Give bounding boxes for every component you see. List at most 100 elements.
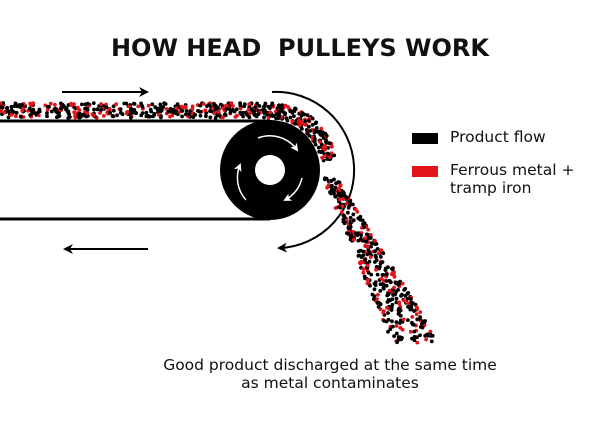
product-particle <box>66 111 71 116</box>
product-particle <box>312 136 317 141</box>
product-particle <box>19 102 24 107</box>
product-particle <box>139 101 144 106</box>
product-particle <box>369 244 373 249</box>
product-particle <box>386 329 390 334</box>
ferrous-particle <box>333 206 338 210</box>
product-particle <box>81 112 86 117</box>
product-particle <box>92 107 96 112</box>
product-particle <box>19 115 23 119</box>
product-particle <box>5 105 9 110</box>
ferrous-particle <box>387 288 392 293</box>
product-particle <box>367 259 372 264</box>
legend-item-ferrous: Ferrous metal + tramp iron <box>412 161 574 197</box>
product-particle <box>283 111 288 116</box>
product-particle <box>394 296 399 301</box>
product-particle <box>1 101 6 105</box>
ferrous-particle <box>268 110 273 115</box>
ferrous-particle <box>340 204 345 209</box>
product-particle <box>223 113 228 118</box>
product-particle <box>78 111 82 116</box>
product-particle <box>425 332 430 337</box>
ferrous-particle <box>266 115 271 120</box>
product-particle <box>409 297 413 301</box>
ferrous-particle <box>53 102 57 107</box>
product-particle <box>379 255 383 259</box>
product-particle <box>380 273 385 277</box>
ferrous-particle <box>415 340 420 345</box>
product-particle <box>231 107 235 112</box>
product-particle <box>227 107 232 111</box>
ferrous-particle <box>231 104 235 108</box>
product-particle <box>397 309 402 314</box>
product-particle <box>360 238 365 243</box>
product-particle <box>108 110 112 115</box>
product-particle <box>149 109 154 114</box>
product-particle <box>292 114 296 118</box>
ferrous-particle <box>368 255 373 259</box>
product-particle <box>161 105 166 110</box>
product-particle <box>271 113 276 118</box>
product-particle <box>402 288 407 292</box>
product-particle <box>310 116 315 121</box>
product-particle <box>386 311 390 315</box>
ferrous-particle <box>325 185 329 190</box>
ferrous-particle <box>247 102 252 106</box>
ferrous-particle <box>397 301 402 306</box>
product-particle <box>405 291 410 296</box>
ferrous-particle <box>366 277 370 282</box>
product-particle <box>307 124 311 129</box>
ferrous-particle <box>238 106 243 111</box>
product-particle <box>158 109 163 114</box>
product-particle <box>378 289 383 293</box>
ferrous-particle <box>428 329 433 334</box>
ferrous-particle <box>400 327 405 332</box>
product-particle <box>314 126 319 130</box>
product-particle <box>373 253 378 258</box>
product-particle <box>284 116 289 121</box>
product-particle <box>351 218 356 223</box>
ferrous-particle <box>136 104 141 109</box>
product-particle <box>381 251 386 256</box>
product-particle <box>398 321 402 325</box>
product-particle <box>394 320 399 324</box>
ferrous-particle <box>174 106 179 111</box>
legend-swatch-product <box>412 133 438 144</box>
ferrous-particle <box>125 111 129 116</box>
product-particle <box>388 327 393 332</box>
ferrous-particle <box>361 270 366 275</box>
ferrous-particle <box>363 236 367 241</box>
ferrous-particle <box>0 108 3 113</box>
product-particle <box>54 109 58 114</box>
product-particle <box>118 107 123 111</box>
product-particle <box>397 307 401 311</box>
product-particle <box>262 115 266 120</box>
product-particle <box>361 253 366 258</box>
product-particle <box>148 114 152 119</box>
product-particle <box>372 287 377 292</box>
ferrous-particle <box>224 103 229 108</box>
product-particle <box>354 231 358 236</box>
product-particle <box>288 115 293 120</box>
product-particle <box>60 102 65 107</box>
product-particle <box>238 101 243 105</box>
product-particle <box>376 304 381 309</box>
product-particle <box>332 187 337 192</box>
product-particle <box>378 282 383 287</box>
ferrous-particle <box>98 111 102 115</box>
product-particle <box>329 185 334 190</box>
product-particle <box>184 109 189 113</box>
ferrous-particle <box>297 123 302 128</box>
product-particle <box>308 129 312 133</box>
product-particle <box>76 114 81 119</box>
product-particle <box>64 107 69 112</box>
product-particle <box>362 225 367 230</box>
product-particle <box>12 104 17 108</box>
product-particle <box>363 276 367 281</box>
ferrous-particle <box>368 233 373 237</box>
product-particle <box>293 106 297 111</box>
ferrous-particle <box>73 115 78 120</box>
product-particle <box>129 107 133 111</box>
ferrous-particle <box>297 118 301 123</box>
product-particle <box>45 111 49 115</box>
ferrous-particle <box>323 153 328 158</box>
